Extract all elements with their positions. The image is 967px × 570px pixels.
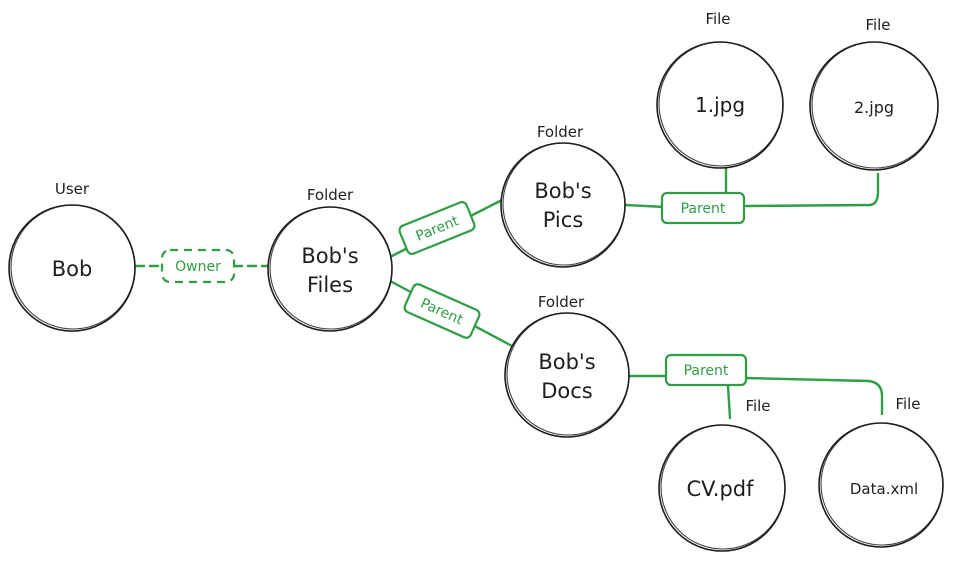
node-data-xml[interactable]: File Data.xml: [818, 395, 944, 548]
node-2-jpg-type: File: [865, 16, 890, 34]
node-bobs-pics-line1: Bob's: [534, 179, 591, 203]
node-bobs-files[interactable]: Folder Bob's Files: [267, 186, 393, 332]
parent-label-files-pics: Parent: [398, 201, 476, 255]
node-bobs-docs[interactable]: Folder Bob's Docs: [504, 293, 630, 438]
node-bob-label: Bob: [52, 257, 93, 281]
node-cv-pdf-type: File: [745, 397, 770, 415]
node-data-xml-label: Data.xml: [850, 480, 918, 498]
parent-label-files-docs: Parent: [403, 283, 481, 339]
node-2-jpg[interactable]: File 2.jpg: [809, 16, 939, 171]
node-bobs-files-line1: Bob's: [301, 244, 358, 268]
node-bobs-pics-line2: Pics: [543, 208, 584, 232]
node-bobs-pics-type: Folder: [537, 123, 584, 141]
owner-label: Owner: [160, 248, 236, 284]
node-1-jpg-type: File: [705, 10, 730, 28]
edge-labels: Owner Parent Parent Parent Parent: [160, 191, 748, 387]
parent-label-pics: Parent: [660, 191, 746, 225]
node-cv-pdf-label: CV.pdf: [686, 477, 754, 501]
edge-docs-files: [626, 374, 884, 420]
node-bobs-docs-line2: Docs: [541, 379, 593, 403]
parent-label-pics-text: Parent: [681, 201, 726, 217]
owner-label-text: Owner: [175, 259, 221, 275]
node-2-jpg-label: 2.jpg: [854, 98, 894, 117]
node-bob-type: User: [55, 180, 90, 198]
nodes: User Bob Folder Bob's Files Folder Bob's…: [8, 10, 944, 552]
node-1-jpg[interactable]: File 1.jpg: [656, 10, 784, 169]
parent-label-docs-text: Parent: [684, 363, 729, 379]
node-bobs-docs-line1: Bob's: [538, 350, 595, 374]
node-bobs-pics[interactable]: Folder Bob's Pics: [500, 123, 626, 268]
node-bob[interactable]: User Bob: [8, 180, 136, 332]
node-bobs-docs-type: Folder: [538, 293, 585, 311]
node-cv-pdf[interactable]: File CV.pdf: [658, 397, 786, 552]
node-bobs-files-line2: Files: [307, 273, 353, 297]
node-data-xml-type: File: [895, 395, 920, 413]
parent-label-docs: Parent: [664, 353, 748, 387]
edge-pics-files: [624, 166, 880, 209]
node-bobs-files-type: Folder: [307, 186, 354, 204]
node-1-jpg-label: 1.jpg: [695, 93, 745, 117]
